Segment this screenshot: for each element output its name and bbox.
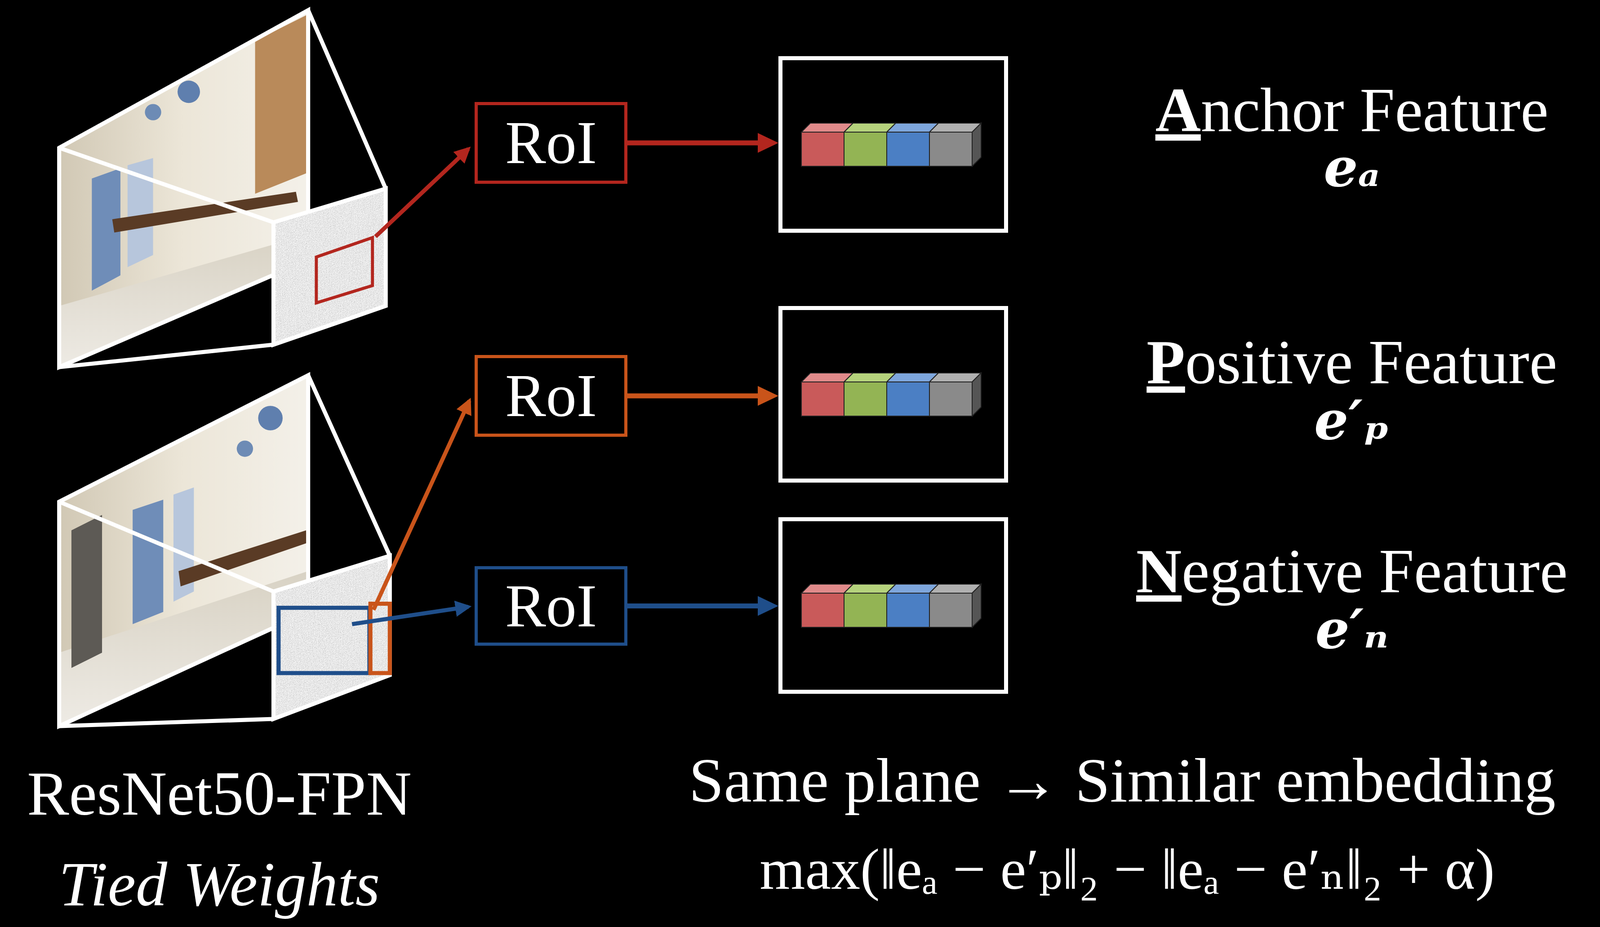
- roi-box: RoI: [474, 355, 628, 437]
- feature-map: [273, 555, 390, 720]
- connector-line: [627, 603, 758, 609]
- arrow-head: [757, 596, 779, 617]
- feature-map: [273, 188, 386, 345]
- connector-arrow: [627, 596, 779, 617]
- cube-face: [929, 132, 973, 167]
- cube-face: [801, 593, 845, 628]
- cube-side: [972, 373, 982, 417]
- loss-formula: max(‖eₐ − e′ₚ‖₂ − ‖eₐ − e′ₙ‖₂ + α): [759, 837, 1495, 902]
- feature-name: Positive Feature: [1146, 327, 1558, 397]
- feature-box: Anchor Featureeₐ: [778, 56, 1009, 233]
- cube-face: [801, 382, 845, 417]
- frustum-edge: [59, 147, 274, 223]
- cube-face: [886, 593, 930, 628]
- feature-name: Anchor Feature: [1155, 75, 1549, 145]
- cube-face: [844, 382, 887, 417]
- cube-face: [844, 132, 887, 167]
- cube-face: [929, 593, 973, 628]
- region-arrow: [375, 148, 469, 237]
- feature-vector-icon: [782, 60, 1005, 229]
- backbone-label: ResNet50-FPN: [26, 759, 412, 829]
- connector-line: [627, 140, 758, 146]
- connector-arrow: [627, 386, 779, 406]
- feature-symbol: e′ₚ: [1314, 390, 1390, 450]
- cube-face: [801, 132, 845, 167]
- image-outline: [59, 10, 309, 368]
- roi-label: RoI: [505, 109, 597, 177]
- caption-note: Same plane → Similar embedding: [688, 746, 1556, 816]
- feature-box: Negative Featuree′ₙ: [778, 517, 1009, 694]
- cube-side: [972, 123, 982, 167]
- feature-name: Negative Feature: [1136, 536, 1568, 606]
- region-arrow: [351, 606, 469, 625]
- feature-vector-icon: [782, 521, 1005, 690]
- backbone-label: Tied Weights: [58, 849, 380, 920]
- feature-box: Positive Featuree′ₚ: [778, 306, 1009, 483]
- region-arrow: [373, 400, 470, 610]
- connector-line: [627, 393, 758, 399]
- connector-arrow: [627, 133, 779, 153]
- cube-side: [972, 584, 982, 628]
- cube-face: [844, 593, 887, 628]
- roi-box: RoI: [474, 102, 628, 184]
- frustum-edge: [308, 10, 387, 189]
- roi-box: RoI: [474, 566, 628, 646]
- cube-face: [886, 382, 930, 417]
- feature-map-outline: [273, 555, 390, 720]
- image-outline: [59, 375, 309, 727]
- arrow-head: [757, 386, 779, 406]
- frustum-edge: [59, 344, 274, 368]
- feature-symbol: eₐ: [1323, 137, 1380, 197]
- roi-label: RoI: [505, 572, 597, 640]
- feature-vector-icon: [782, 310, 1005, 479]
- cube-face: [929, 382, 973, 417]
- anchor-region: [316, 237, 373, 303]
- cube-face: [886, 132, 930, 167]
- arrow-head: [757, 133, 779, 153]
- frustum-edge: [308, 375, 391, 556]
- frustum-edge: [59, 719, 274, 727]
- positive-region: [370, 604, 390, 674]
- feature-map-outline: [273, 188, 386, 345]
- feature-symbol: e′ₙ: [1315, 599, 1389, 659]
- negative-region: [278, 608, 370, 674]
- frustum-edge: [59, 502, 274, 592]
- roi-label: RoI: [505, 362, 597, 430]
